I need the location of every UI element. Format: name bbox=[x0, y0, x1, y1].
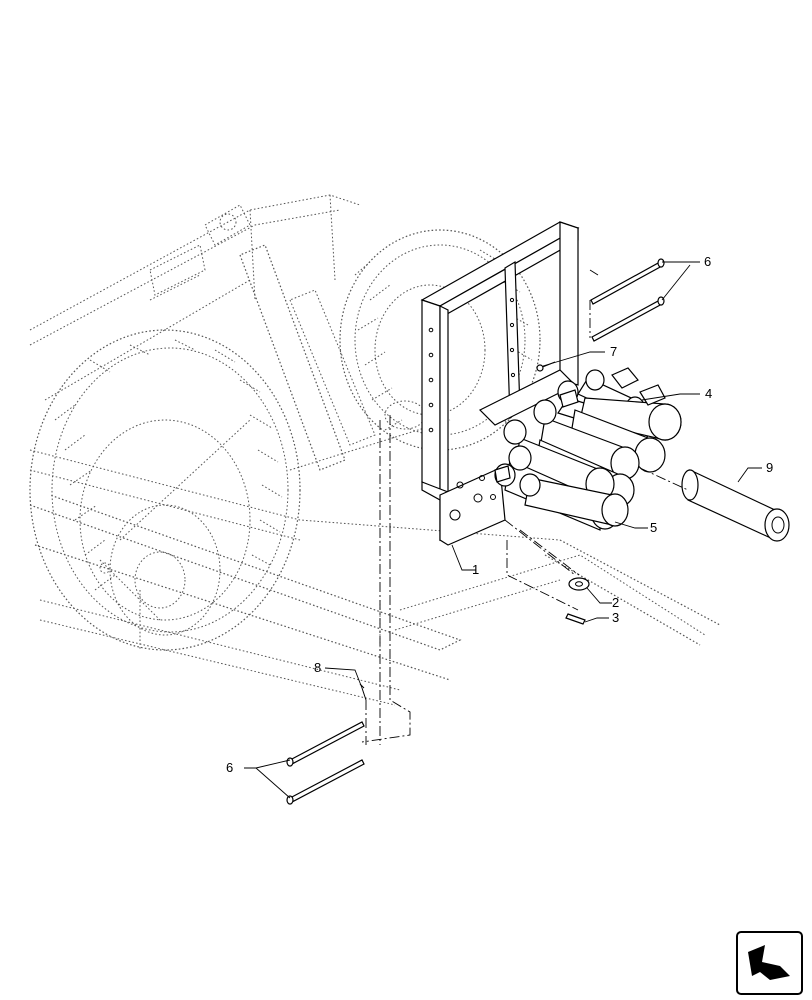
svg-text:8: 8 bbox=[314, 660, 321, 675]
svg-text:2: 2 bbox=[612, 595, 619, 610]
part-6-pins-bottom bbox=[286, 721, 365, 805]
callout-5: 5 bbox=[614, 520, 657, 535]
callout-6-bottom: 6 bbox=[226, 759, 291, 799]
part-6-pins-top bbox=[590, 258, 665, 342]
callout-7: 7 bbox=[542, 344, 617, 367]
svg-text:5: 5 bbox=[650, 520, 657, 535]
hose-couplers bbox=[494, 367, 682, 531]
callout-9: 9 bbox=[737, 460, 773, 483]
part-9-sleeve bbox=[681, 469, 790, 542]
assembly-phantom-lines bbox=[361, 269, 689, 745]
svg-text:6: 6 bbox=[226, 760, 233, 775]
machine-frame-ghost bbox=[29, 194, 721, 706]
callout-1: 1 bbox=[451, 544, 479, 577]
svg-text:7: 7 bbox=[610, 344, 617, 359]
svg-text:9: 9 bbox=[766, 460, 773, 475]
svg-text:1: 1 bbox=[472, 562, 479, 577]
front-tire-ghost bbox=[29, 329, 301, 651]
callout-8: 8 bbox=[314, 660, 363, 689]
svg-text:4: 4 bbox=[705, 386, 712, 401]
bracket-frame bbox=[420, 221, 580, 546]
next-page-arrow-icon[interactable] bbox=[736, 931, 803, 995]
callout-2: 2 bbox=[586, 587, 619, 610]
part-2-washer bbox=[568, 577, 590, 591]
part-3-roll-pin bbox=[565, 613, 586, 625]
callout-6-top: 6 bbox=[661, 254, 711, 301]
svg-text:6: 6 bbox=[704, 254, 711, 269]
callout-3: 3 bbox=[584, 610, 619, 625]
callout-4: 4 bbox=[641, 386, 712, 401]
svg-text:3: 3 bbox=[612, 610, 619, 625]
